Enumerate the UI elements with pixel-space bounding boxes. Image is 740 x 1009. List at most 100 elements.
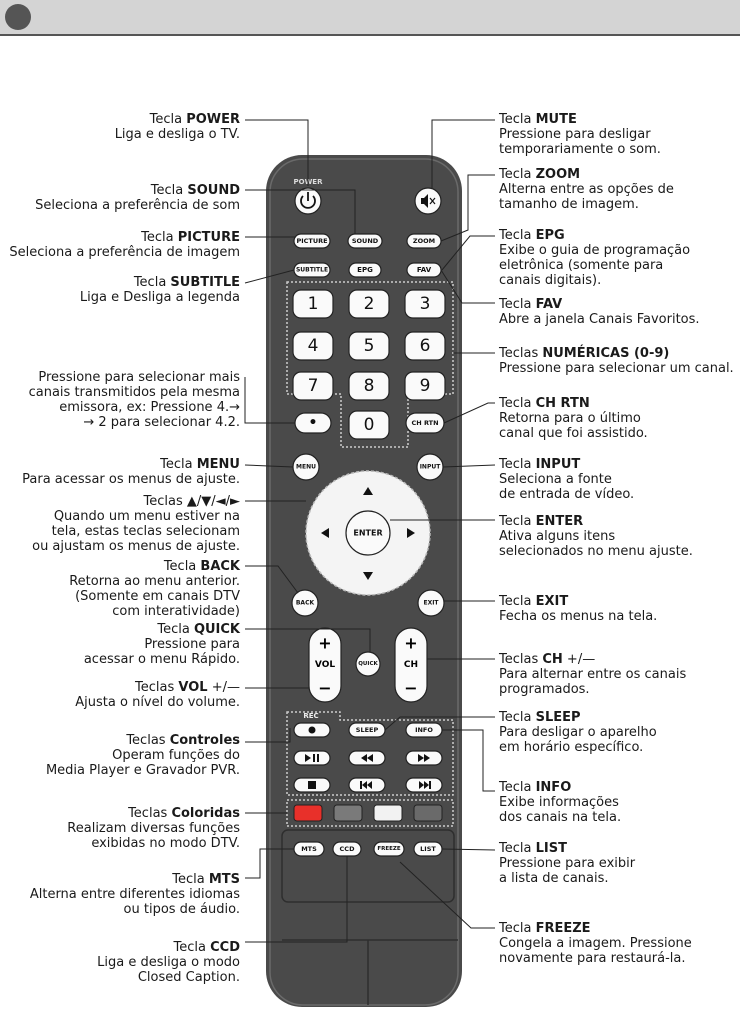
- back-button[interactable]: BACK: [291, 589, 319, 617]
- annotation-prefix: Tecla: [133, 275, 171, 290]
- zoom-button[interactable]: ZOOM: [406, 233, 442, 249]
- fast-forward-button[interactable]: [405, 750, 443, 766]
- digit-0-button[interactable]: 0: [348, 410, 390, 440]
- leader-line-left-4: [244, 377, 295, 424]
- info-button[interactable]: INFO: [405, 722, 443, 738]
- annotation-heading: Tecla ZOOM: [499, 167, 737, 182]
- annotation-heading: Tecla SLEEP: [499, 710, 737, 725]
- epg-button[interactable]: EPG: [348, 262, 382, 278]
- annotation-key: CCD: [210, 940, 240, 955]
- digit-8-button[interactable]: 8: [348, 371, 390, 401]
- sleep-button[interactable]: SLEEP: [348, 722, 386, 738]
- color-blue-button[interactable]: [413, 804, 443, 822]
- annotation-desc: Para alternar entre os canais: [499, 667, 687, 682]
- play-pause-button[interactable]: [293, 750, 331, 766]
- power-button[interactable]: [294, 187, 322, 215]
- annotation-heading: Tecla INFO: [499, 780, 737, 795]
- annotation-key: FAV: [535, 297, 563, 312]
- svg-text:+: +: [404, 634, 417, 653]
- rewind-button[interactable]: [348, 750, 386, 766]
- leader-line-left-12: [245, 848, 294, 879]
- vol-rocker[interactable]: +VOL−: [308, 627, 342, 703]
- annotation-heading: Tecla INPUT: [499, 457, 737, 472]
- annotation-desc: emissora, ex: Pressione 4.→: [59, 400, 240, 415]
- input-button[interactable]: INPUT: [416, 453, 444, 481]
- annotation-prefix: Tecla: [499, 780, 536, 795]
- menu-button[interactable]: MENU: [292, 453, 320, 481]
- svg-text:7: 7: [308, 376, 319, 396]
- svg-text:−: −: [404, 679, 417, 698]
- annotation-heading: Tecla CH RTN: [499, 396, 737, 411]
- svg-text:PICTURE: PICTURE: [296, 237, 327, 245]
- right-arrow-icon[interactable]: [407, 528, 415, 538]
- svg-text:5: 5: [364, 336, 375, 356]
- digit-5-button[interactable]: 5: [348, 331, 390, 361]
- svg-text:SUBTITLE: SUBTITLE: [296, 267, 328, 274]
- annotation-desc: Liga e desliga o modo: [97, 955, 240, 970]
- exit-button[interactable]: EXIT: [417, 589, 445, 617]
- annotation-key: PICTURE: [177, 230, 240, 245]
- annotation-desc: Abre a janela Canais Favoritos.: [499, 312, 700, 327]
- annotation-desc: Para acessar os menus de ajuste.: [22, 472, 240, 487]
- svg-text:QUICK: QUICK: [358, 661, 378, 667]
- color-green-button[interactable]: [333, 804, 363, 822]
- svg-text:1: 1: [308, 294, 319, 314]
- annotation-heading: Tecla PICTURE: [0, 230, 240, 245]
- annotation-left-9: Teclas VOL +/—Ajusta o nível do volume.: [0, 680, 240, 710]
- dot-button[interactable]: •: [294, 412, 332, 434]
- svg-text:0: 0: [364, 415, 375, 435]
- annotation-prefix: Tecla: [499, 396, 536, 411]
- left-arrow-icon[interactable]: [321, 528, 329, 538]
- annotation-desc: Ajusta o nível do volume.: [75, 695, 240, 710]
- svg-text:6: 6: [420, 336, 431, 356]
- fav-button[interactable]: FAV: [406, 262, 442, 278]
- color-yellow-button[interactable]: [373, 804, 403, 822]
- annotation-heading: Teclas ▲/▼/◄/►: [0, 494, 240, 509]
- annotation-heading: Tecla BACK: [0, 559, 240, 574]
- annotation-key: SOUND: [187, 183, 240, 198]
- up-arrow-icon[interactable]: [363, 487, 373, 495]
- mts-button[interactable]: MTS: [293, 841, 325, 857]
- mute-button[interactable]: [414, 187, 442, 215]
- sound-button[interactable]: SOUND: [347, 233, 383, 249]
- annotation-key: Controles: [169, 733, 240, 748]
- digit-7-button[interactable]: 7: [292, 371, 334, 401]
- ch-rocker[interactable]: +CH−: [394, 627, 428, 703]
- freeze-button[interactable]: FREEZE: [373, 841, 405, 857]
- annotation-prefix: Tecla: [150, 183, 188, 198]
- enter-button[interactable]: ENTER: [345, 510, 391, 556]
- stop-button[interactable]: [293, 777, 331, 793]
- color-red-button[interactable]: [293, 804, 323, 822]
- digit-9-button[interactable]: 9: [404, 371, 446, 401]
- annotation-desc: Ativa alguns itens: [499, 529, 616, 544]
- digit-4-button[interactable]: 4: [292, 331, 334, 361]
- ccd-button[interactable]: CCD: [332, 841, 362, 857]
- annotation-desc: canais digitais).: [499, 273, 602, 288]
- previous-button[interactable]: [348, 777, 386, 793]
- annotation-desc: Pressione para: [144, 637, 240, 652]
- digit-2-button[interactable]: 2: [348, 289, 390, 319]
- ch-rtn-button[interactable]: CH RTN: [405, 412, 445, 434]
- picture-button[interactable]: PICTURE: [293, 233, 331, 249]
- fast-forward-icon: [418, 754, 424, 762]
- annotation-prefix: Teclas: [499, 652, 543, 667]
- digit-3-button[interactable]: 3: [404, 289, 446, 319]
- annotation-desc: exibidas no modo DTV.: [91, 836, 240, 851]
- down-arrow-icon[interactable]: [363, 572, 373, 580]
- digit-1-button[interactable]: 1: [292, 289, 334, 319]
- quick-button[interactable]: QUICK: [355, 651, 381, 677]
- annotation-key: EXIT: [535, 594, 569, 609]
- leader-line-right-11: [442, 729, 495, 792]
- rec-button[interactable]: [293, 722, 331, 738]
- next-button[interactable]: [405, 777, 443, 793]
- subtitle-button[interactable]: SUBTITLE: [293, 262, 331, 278]
- digit-6-button[interactable]: 6: [404, 331, 446, 361]
- list-button[interactable]: LIST: [413, 841, 443, 857]
